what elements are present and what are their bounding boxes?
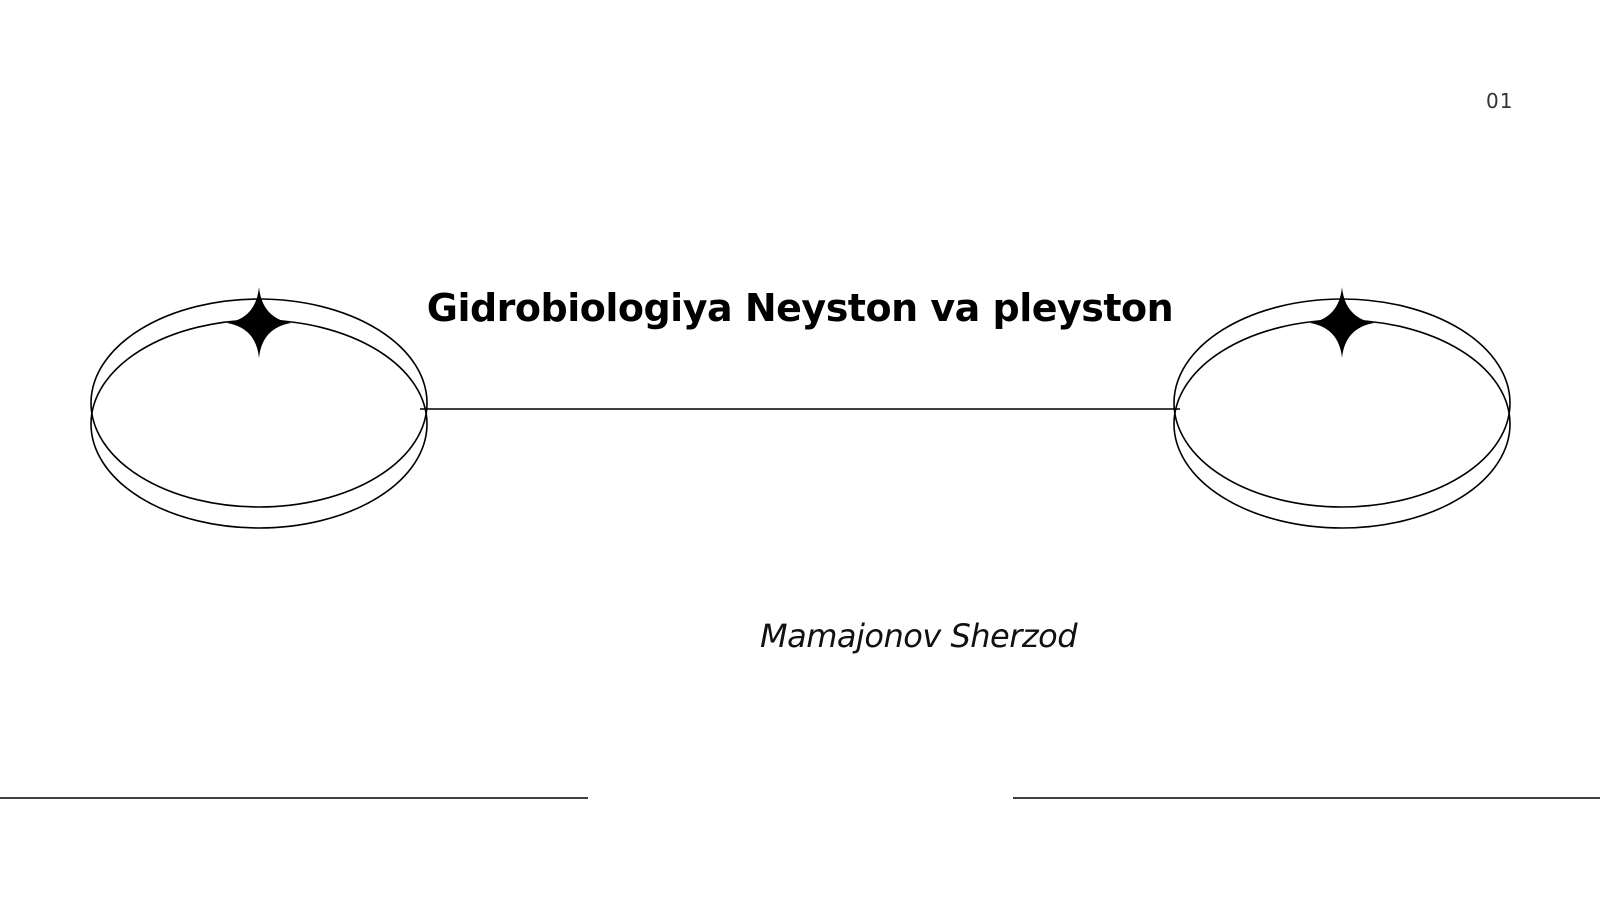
left-star-icon — [227, 287, 291, 358]
author-name: Mamajonov Sherzod — [760, 617, 1078, 655]
left-ring-icon — [90, 287, 428, 529]
slide-title: Gidrobiologiya Neyston va pleyston — [426, 286, 1174, 330]
page-number: 01 — [1486, 89, 1514, 113]
right-star-icon — [1310, 287, 1374, 358]
right-ring-icon — [1173, 287, 1511, 529]
